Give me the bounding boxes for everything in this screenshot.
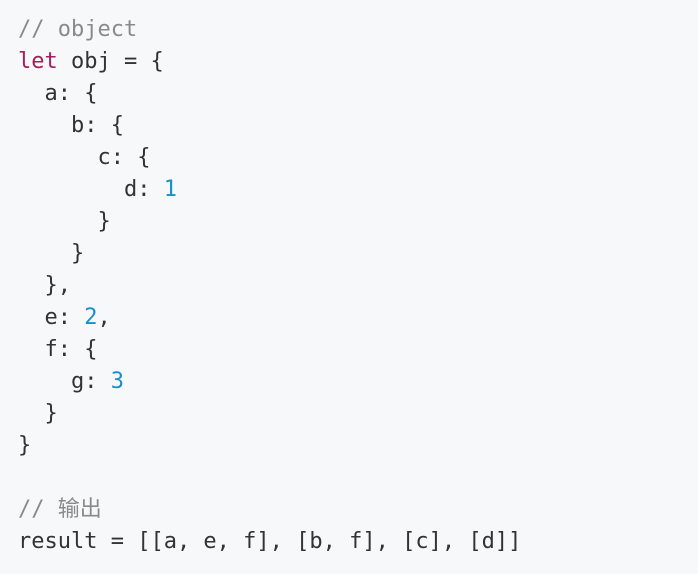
code-line: g: 3 bbox=[18, 366, 521, 398]
code-token-text: g: bbox=[18, 369, 111, 394]
code-line: result = [[a, e, f], [b, f], [c], [d]] bbox=[18, 526, 521, 558]
code-token-comment: // object bbox=[18, 17, 138, 42]
code-line: a: { bbox=[18, 78, 521, 110]
code-token-number: 3 bbox=[110, 369, 124, 394]
code-line: d: 1 bbox=[18, 174, 521, 206]
code-token-text: } bbox=[18, 433, 32, 458]
code-token-number: 1 bbox=[163, 177, 177, 202]
code-token-text: } bbox=[18, 401, 58, 426]
code-token-text: result = [[a, e, f], [b, f], [c], [d]] bbox=[18, 529, 522, 554]
code-line: let obj = { bbox=[18, 46, 521, 78]
code-line: } bbox=[18, 206, 521, 238]
code-line: c: { bbox=[18, 142, 521, 174]
code-line: // 输出 bbox=[18, 494, 521, 526]
code-token-text: } bbox=[18, 241, 85, 266]
code-token-text: } bbox=[18, 209, 111, 234]
code-token-text: c: { bbox=[18, 145, 151, 170]
code-line: } bbox=[18, 430, 521, 462]
code-line: f: { bbox=[18, 334, 521, 366]
code-token-comment: // 输出 bbox=[18, 497, 102, 522]
code-line: e: 2, bbox=[18, 302, 521, 334]
code-token-text: a: { bbox=[18, 81, 98, 106]
code-token-text: obj = { bbox=[57, 49, 164, 74]
code-line: }, bbox=[18, 270, 521, 302]
code-token-text: d: bbox=[18, 177, 164, 202]
code-token-keyword: let bbox=[18, 49, 58, 74]
code-token-text: b: { bbox=[18, 113, 124, 138]
code-line: } bbox=[18, 238, 521, 270]
code-token-number: 2 bbox=[84, 305, 98, 330]
code-token-text: }, bbox=[18, 273, 71, 298]
code-line: } bbox=[18, 398, 521, 430]
code-token-text: e: bbox=[18, 305, 85, 330]
code-token-text: , bbox=[97, 305, 111, 330]
code-line: b: { bbox=[18, 110, 521, 142]
code-content: // object let obj = { a: { b: { c: { d: 1… bbox=[18, 14, 521, 558]
code-line bbox=[18, 462, 521, 494]
code-line: // object bbox=[18, 14, 521, 46]
code-token-text: f: { bbox=[18, 337, 98, 362]
